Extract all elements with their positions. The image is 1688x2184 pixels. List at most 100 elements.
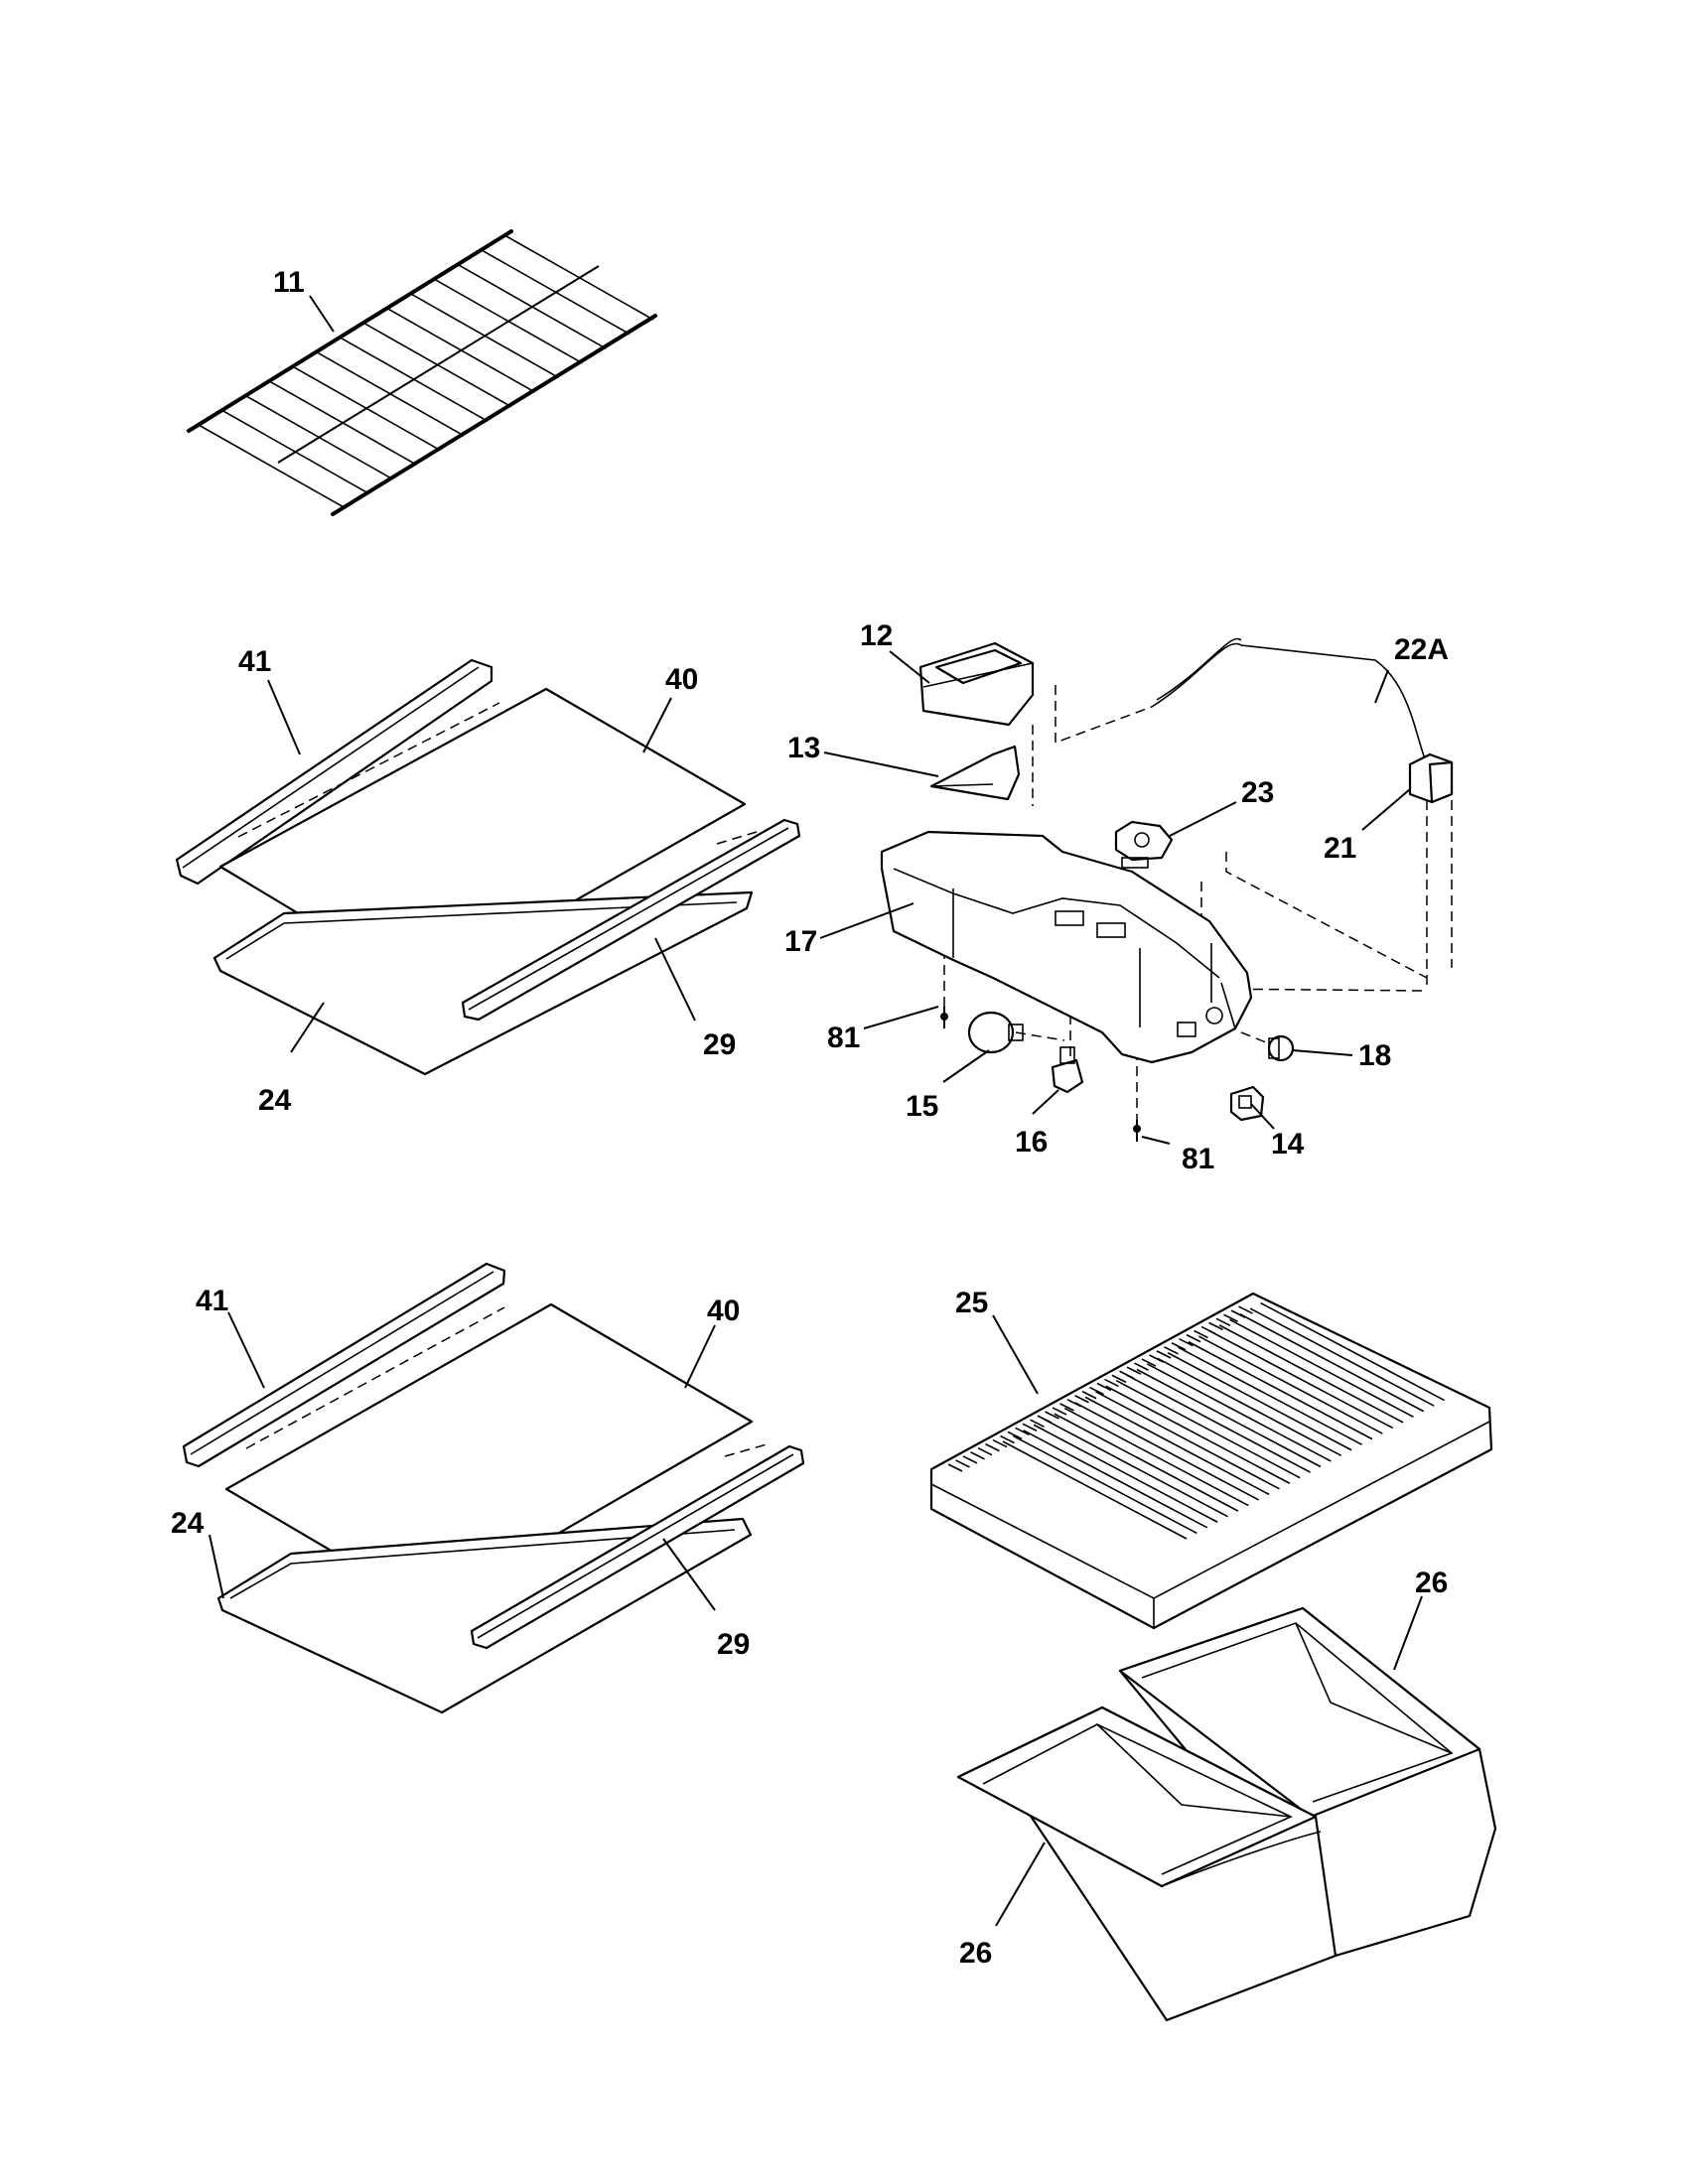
callout-26-lower: 26 xyxy=(959,1937,992,1970)
lamp-socket-16 xyxy=(1051,1046,1084,1094)
cover-vent-slot xyxy=(1238,1305,1253,1314)
cover-vent-slot xyxy=(1066,1399,1082,1408)
cover-vent-slot xyxy=(1200,1325,1216,1335)
callout-15: 15 xyxy=(906,1090,938,1123)
cover-vent-slot xyxy=(1022,1423,1038,1432)
cover-vent-slot xyxy=(977,1446,993,1456)
cover-ridge xyxy=(1074,1402,1260,1501)
cover-vent-slot xyxy=(1015,1427,1030,1436)
switch-21 xyxy=(1408,752,1454,804)
cover-ridge xyxy=(1033,1424,1218,1523)
cover-ridge xyxy=(1115,1379,1301,1479)
callout-22A: 22A xyxy=(1394,633,1449,666)
cover-vent-slot xyxy=(985,1442,1000,1452)
housing-17 xyxy=(880,830,1253,1064)
callout-41-lower: 41 xyxy=(196,1285,228,1317)
cover-vent-slot xyxy=(1149,1354,1164,1363)
callout-40-upper: 40 xyxy=(665,663,698,696)
cover-vent-slot xyxy=(1208,1321,1223,1331)
callout-81-left: 81 xyxy=(827,1022,860,1054)
cover-vent-slot xyxy=(1194,1329,1208,1339)
cover-ridge xyxy=(1208,1329,1394,1430)
cover-ridge xyxy=(1084,1396,1270,1496)
callout-26-upper: 26 xyxy=(1415,1567,1448,1599)
glass-shelf-assembly-lower xyxy=(182,1262,805,1714)
cover-ridge xyxy=(1260,1301,1445,1402)
cover-vent-slot xyxy=(1230,1309,1246,1318)
callout-18: 18 xyxy=(1358,1039,1391,1072)
cover-ridge xyxy=(1044,1418,1228,1518)
cover-vent-slot xyxy=(1045,1411,1059,1420)
cover-vent-slot xyxy=(1126,1366,1142,1375)
cover-vent-slot xyxy=(1179,1337,1194,1347)
cover-vent-slot xyxy=(1030,1419,1045,1428)
crisper-drawer-26-right xyxy=(1118,1606,1497,1958)
cover-vent-slot xyxy=(1164,1346,1179,1355)
callout-16: 16 xyxy=(1015,1126,1048,1159)
wire-shelf-11 xyxy=(187,229,657,516)
cover-ridge xyxy=(1054,1413,1239,1512)
cover-ridge xyxy=(1105,1385,1291,1484)
callout-12: 12 xyxy=(860,619,893,652)
callout-24-lower: 24 xyxy=(171,1507,205,1540)
leader-lines xyxy=(209,295,1423,1927)
cover-vent-slot xyxy=(970,1451,985,1460)
callout-21: 21 xyxy=(1324,832,1356,865)
callout-24-upper: 24 xyxy=(258,1084,292,1117)
switch-14 xyxy=(1229,1085,1265,1122)
cover-vent-slot xyxy=(1096,1382,1112,1392)
cover-vent-slot xyxy=(1074,1395,1089,1404)
cover-vent-slot xyxy=(1037,1415,1053,1424)
callout-29-upper: 29 xyxy=(703,1028,736,1061)
wire-rod xyxy=(198,424,347,509)
callout-41-upper: 41 xyxy=(238,645,271,678)
cover-vent-slot xyxy=(1141,1358,1157,1367)
cover-vent-slot xyxy=(1089,1386,1104,1396)
cover-ridge xyxy=(1167,1352,1352,1451)
cover-vent-slot xyxy=(1104,1378,1119,1388)
cover-ridge xyxy=(1188,1340,1373,1440)
callout-labels: 11 41 40 29 24 12 13 22A 23 21 17 81 15 … xyxy=(171,266,1449,1970)
cover-vent-slot xyxy=(1156,1350,1172,1359)
cover-ridge xyxy=(1136,1368,1322,1468)
cover-vent-slot xyxy=(955,1459,970,1468)
light-bulb-15 xyxy=(967,1011,1024,1054)
cover-ridge xyxy=(1229,1318,1414,1419)
cover-vent-slot xyxy=(1111,1374,1127,1384)
cover-vent-slot xyxy=(1119,1370,1134,1379)
cover-vent-slot xyxy=(1215,1317,1231,1327)
cover-ridge xyxy=(1063,1407,1249,1507)
knob-18 xyxy=(1267,1034,1295,1062)
crisper-drawer-26-left xyxy=(956,1706,1337,2022)
cover-vent-slot xyxy=(1223,1313,1238,1322)
callout-81-right: 81 xyxy=(1182,1143,1214,1175)
screw-81-left xyxy=(940,1007,948,1028)
cover-vent-slot xyxy=(1134,1362,1149,1371)
cover-12 xyxy=(918,641,1035,727)
light-housing-assembly xyxy=(880,637,1454,1142)
cover-ridge xyxy=(1126,1374,1311,1473)
callout-11: 11 xyxy=(273,266,305,299)
crisper-cover-25 xyxy=(929,1292,1493,1630)
cover-vent-slot xyxy=(1000,1434,1015,1444)
callout-14: 14 xyxy=(1271,1128,1305,1160)
cover-ridge xyxy=(1095,1391,1280,1490)
cover-ridge xyxy=(1013,1434,1197,1535)
cover-ridge xyxy=(1157,1357,1342,1457)
diffuser-13 xyxy=(929,745,1021,801)
callout-40-lower: 40 xyxy=(707,1295,740,1327)
cover-ridge xyxy=(1218,1324,1404,1424)
cover-ridge xyxy=(1197,1335,1383,1434)
callout-29-lower: 29 xyxy=(717,1628,750,1661)
cover-vent-slot xyxy=(947,1463,963,1472)
glass-shelf-assembly-upper xyxy=(175,658,801,1076)
screw-81-right xyxy=(1133,1120,1141,1142)
cover-ridge xyxy=(1147,1363,1332,1462)
cover-vent-slot xyxy=(1171,1342,1187,1351)
callout-13: 13 xyxy=(787,732,820,764)
cover-vent-slot xyxy=(1007,1431,1023,1440)
cover-ridge xyxy=(1023,1430,1208,1529)
cover-ridge xyxy=(1239,1313,1425,1413)
cover-vent-slot xyxy=(1081,1390,1097,1400)
callout-25: 25 xyxy=(955,1287,988,1319)
